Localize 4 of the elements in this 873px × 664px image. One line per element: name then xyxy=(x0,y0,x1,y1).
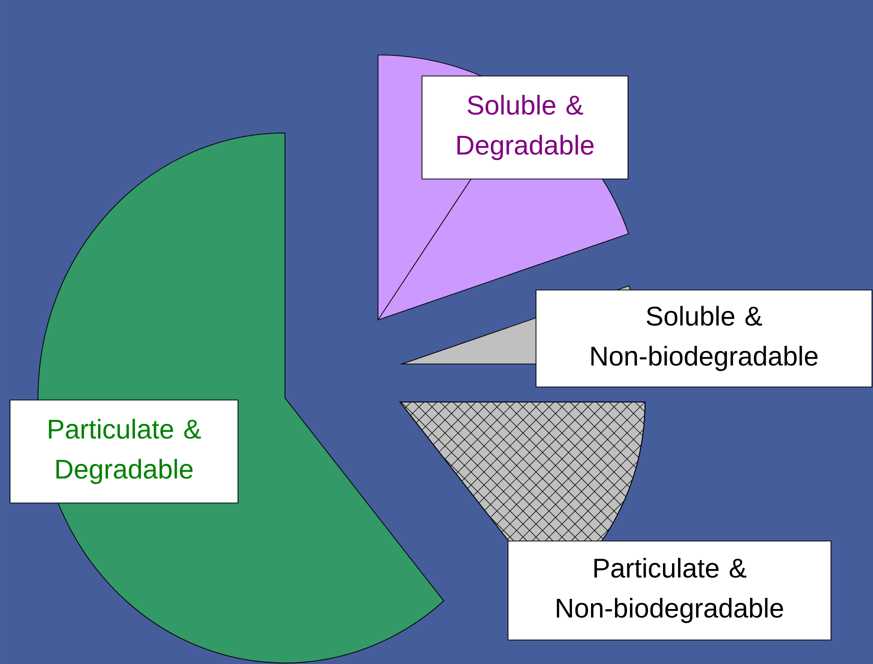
label-box: Particulate & Non-biodegradable xyxy=(508,540,832,640)
label-box: Soluble & Non-biodegradable xyxy=(536,290,872,388)
label-box: Soluble & Degradable xyxy=(422,76,628,180)
label-box: Particulate & Degradable xyxy=(10,400,238,504)
